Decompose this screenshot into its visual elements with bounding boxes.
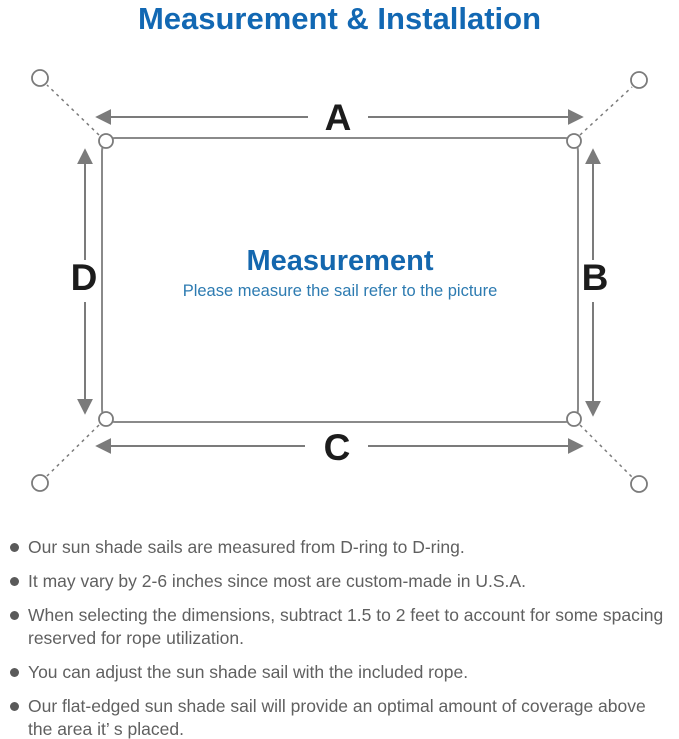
note-text: When selecting the dimensions, subtract …: [28, 605, 664, 648]
anchor-circle-bottom-right: [630, 475, 648, 493]
anchor-circle-top-left: [31, 69, 49, 87]
list-item: You can adjust the sun shade sail with t…: [0, 661, 679, 684]
bullet-dot-icon: [10, 668, 19, 677]
note-text: Our flat-edged sun shade sail will provi…: [28, 696, 646, 739]
d-ring-top-left: [98, 133, 114, 149]
page-title: Measurement & Installation: [137, 1, 542, 36]
sail-diagram-svg: A C D B Measurement Please measure the s…: [31, 69, 648, 493]
list-item: Our sun shade sails are measured from D-…: [0, 536, 679, 559]
bullet-dot-icon: [10, 543, 19, 552]
rope-dashed-line-bottom-right: [579, 424, 633, 478]
bullet-dot-icon: [10, 611, 19, 620]
rope-dashed-line-top-right: [579, 86, 633, 136]
center-heading: Measurement: [247, 245, 434, 277]
dimension-label-c: C: [324, 427, 351, 468]
list-item: When selecting the dimensions, subtract …: [0, 604, 679, 650]
d-ring-bottom-right: [566, 411, 582, 427]
list-item: It may vary by 2-6 inches since most are…: [0, 570, 679, 593]
notes-list: Our sun shade sails are measured from D-…: [0, 536, 679, 739]
list-item: Our flat-edged sun shade sail will provi…: [0, 695, 679, 739]
anchor-circle-bottom-left: [31, 474, 49, 492]
rope-dashed-line-top-left: [46, 84, 100, 136]
note-text: You can adjust the sun shade sail with t…: [28, 662, 469, 682]
bullet-dot-icon: [10, 702, 19, 711]
note-text: It may vary by 2-6 inches since most are…: [28, 571, 526, 591]
measurement-diagram: A C D B Measurement Please measure the s…: [0, 40, 679, 520]
center-subtext: Please measure the sail refer to the pic…: [183, 282, 498, 300]
d-ring-bottom-left: [98, 411, 114, 427]
note-text: Our sun shade sails are measured from D-…: [28, 537, 465, 557]
dimension-label-a: A: [325, 97, 352, 138]
d-ring-top-right: [566, 133, 582, 149]
sail-rectangle: [101, 137, 579, 423]
rope-dashed-line-bottom-left: [46, 424, 100, 477]
bullet-dot-icon: [10, 577, 19, 586]
anchor-circle-top-right: [630, 71, 648, 89]
dimension-label-d: D: [71, 257, 98, 298]
dimension-label-b: B: [582, 257, 609, 298]
